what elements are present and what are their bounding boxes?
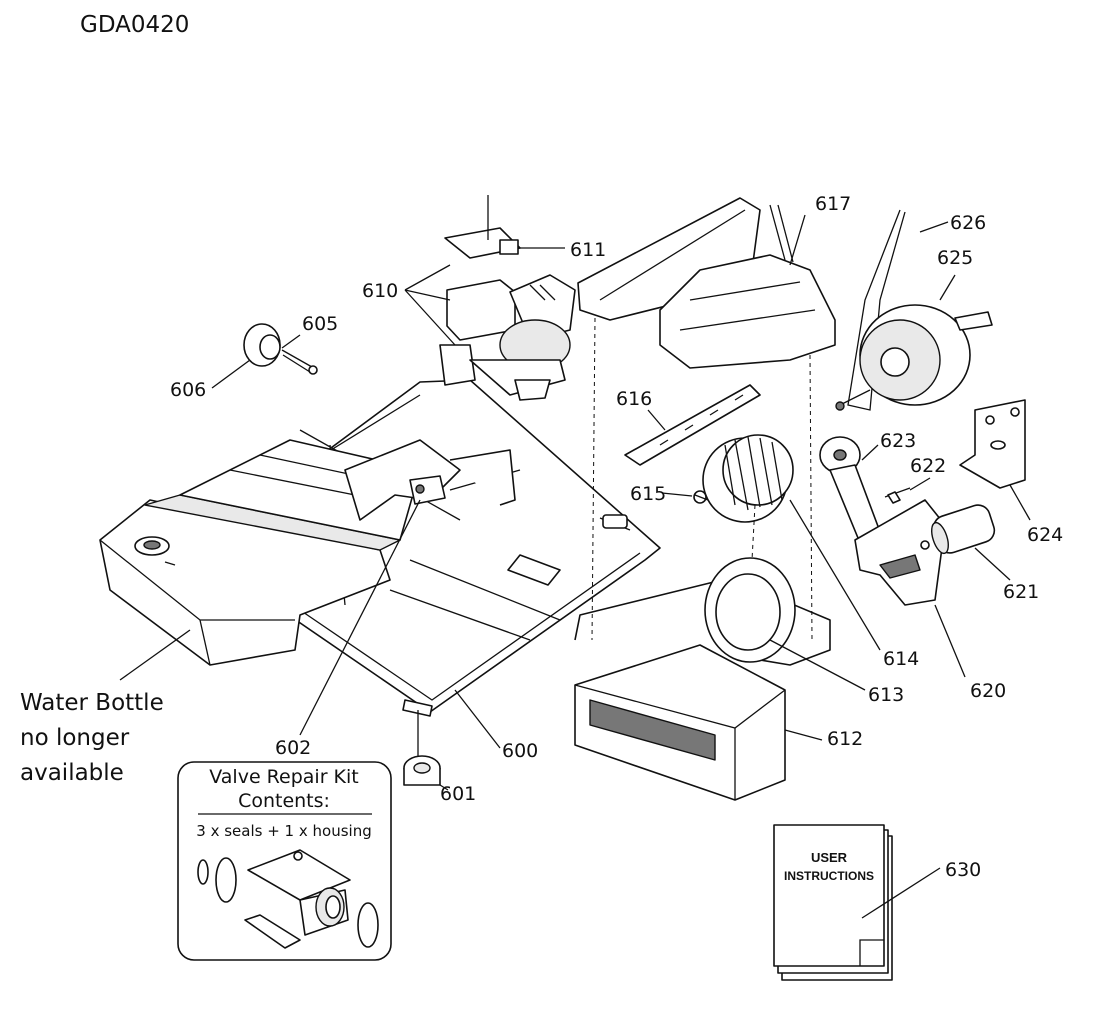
valve-bracket-drawing	[344, 439, 521, 521]
valve-kit-illustration	[197, 849, 379, 949]
alignment-lines	[591, 317, 813, 641]
label-616: 616	[616, 388, 652, 410]
booklet-title-line1: USER	[811, 850, 848, 865]
fan-cowl-drawing	[577, 197, 836, 369]
water-bottle-note-line3: available	[20, 760, 124, 786]
foot-drawing	[403, 710, 441, 786]
water-bottle-note-line2: no longer	[20, 725, 130, 751]
label-612: 612	[827, 728, 863, 750]
label-615: 615	[630, 483, 666, 505]
water-bottle-note-line1: Water Bottle	[20, 690, 164, 716]
label-610: 610	[362, 280, 398, 302]
fan-wheel-drawing	[693, 434, 794, 523]
label-614: 614	[883, 648, 919, 670]
label-626: 626	[950, 212, 986, 234]
label-625: 625	[937, 247, 973, 269]
document-code: GDA0420	[80, 12, 189, 38]
valve-kit-title: Valve Repair Kit	[209, 766, 358, 788]
control-assembly-drawing	[439, 195, 576, 401]
valve-repair-kit-box: Valve Repair Kit Contents: 3 x seals + 1…	[177, 761, 392, 961]
leader-lines	[119, 214, 1031, 791]
label-624: 624	[1027, 524, 1063, 546]
label-630: 630	[945, 859, 981, 881]
valve-kit-contents: 3 x seals + 1 x housing	[196, 822, 371, 840]
label-602: 602	[275, 737, 311, 759]
motor-bracket-drawing	[959, 399, 1026, 489]
valve-kit-subtitle: Contents:	[238, 790, 330, 812]
fan-housing-drawing	[574, 557, 831, 801]
label-611: 611	[570, 239, 606, 261]
capacitor-and-plate-drawing	[854, 499, 996, 606]
label-623: 623	[880, 430, 916, 452]
label-613: 613	[868, 684, 904, 706]
label-600: 600	[502, 740, 538, 762]
label-605: 605	[302, 313, 338, 335]
label-620: 620	[970, 680, 1006, 702]
motor-and-belt-drawing	[835, 209, 993, 411]
duct-strip-drawing	[624, 384, 761, 466]
label-606: 606	[170, 379, 206, 401]
label-621: 621	[1003, 581, 1039, 603]
label-622: 622	[910, 455, 946, 477]
label-601: 601	[440, 783, 476, 805]
booklet-title-line2: INSTRUCTIONS	[784, 869, 874, 883]
label-617: 617	[815, 193, 851, 215]
roller-and-screw-drawing	[243, 323, 318, 375]
user-instructions-booklet: USER INSTRUCTIONS	[773, 824, 941, 981]
